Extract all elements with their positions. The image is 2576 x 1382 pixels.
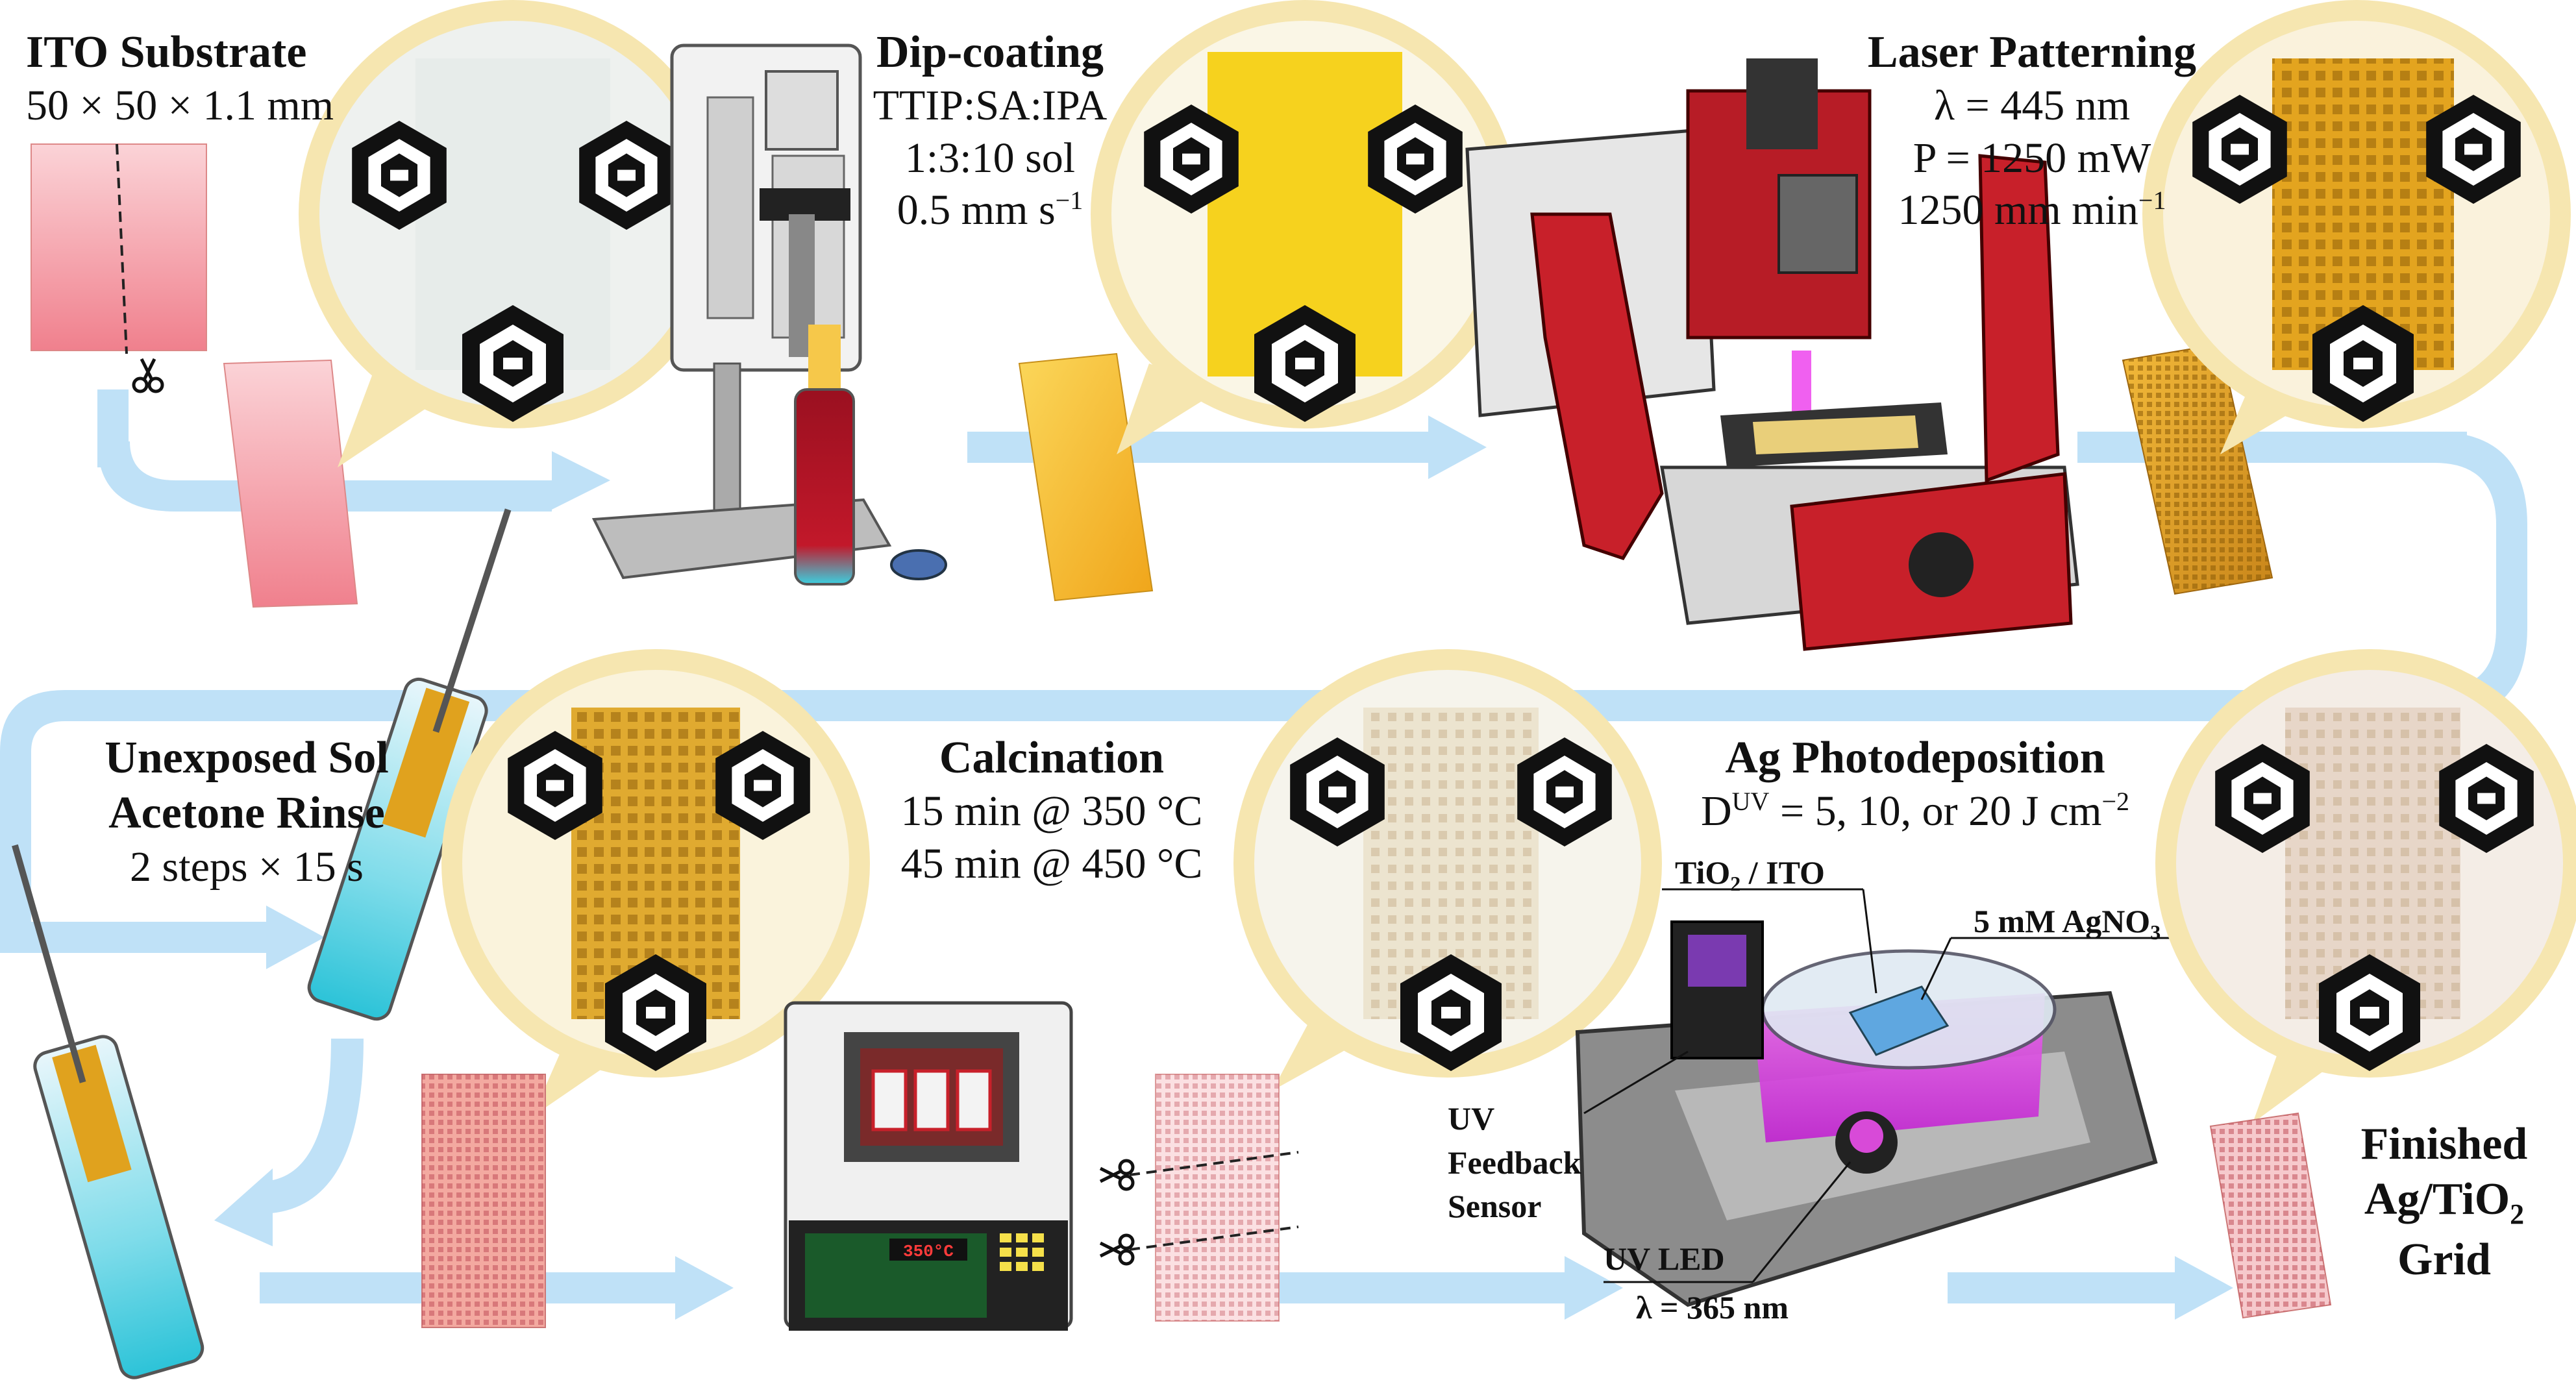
rinse-title-2: Acetone Rinse (108, 788, 385, 839)
label-laser-patterning: Laser Patterning λ = 445 nm P = 1250 mW … (1850, 25, 2214, 237)
calc-title: Calcination (939, 733, 1165, 783)
scissors-icon (1099, 1159, 1135, 1191)
bubble-ito (299, 0, 727, 467)
dip-coater-device (591, 43, 947, 586)
label-finished: Finished Ag/TiO2 Grid (2337, 1117, 2551, 1287)
laser-patterned-slide (2122, 343, 2273, 595)
calc-step-2: 45 min @ 450 °C (900, 839, 1203, 887)
label-ag-photodeposition: Ag Photodeposition DUV = 5, 10, or 20 J … (1636, 730, 2194, 838)
scissors-icon (132, 358, 164, 393)
rinse-steps: 2 steps × 15 s (130, 843, 364, 891)
ito-substrate-glass (31, 143, 207, 354)
callout-agno3: 5 mM AgNO3 (1974, 903, 2161, 944)
dip-ratio: 1:3:10 sol (904, 134, 1076, 182)
ag-dose: DUV = 5, 10, or 20 J cm−2 (1700, 787, 2130, 835)
rinsed-slide (421, 1074, 546, 1328)
bubble-finished (2155, 649, 2576, 1123)
calcination-furnace: 350°C (784, 1001, 1073, 1331)
dip-title: Dip-coating (876, 27, 1104, 77)
laser-title: Laser Patterning (1867, 27, 2197, 77)
bubble-laser-patterned (2142, 0, 2571, 454)
laser-engraver-device (1465, 58, 2079, 651)
finished-grid-slide (2209, 1112, 2332, 1319)
bubble-rinsed (441, 649, 870, 1117)
callout-tio2-ito: TiO2 / ITO (1675, 854, 1825, 895)
callout-uv-led-wavelength: λ = 365 nm (1636, 1289, 1789, 1326)
ito-dimensions: 50 × 50 × 1.1 mm (26, 82, 334, 130)
ito-half-slide (223, 359, 358, 608)
finished-line-1: Finished (2360, 1119, 2528, 1169)
ito-title: ITO Substrate (26, 27, 307, 77)
bubble-sol-coated (1091, 0, 1519, 454)
dip-speed: 0.5 mm s−1 (897, 186, 1084, 234)
scissors-icon (1099, 1233, 1135, 1266)
callout-uv-led: UV LED (1604, 1240, 1725, 1277)
label-dip-coating: Dip-coating TTIP:SA:IPA 1:3:10 sol 0.5 m… (863, 25, 1117, 237)
finished-line-2: Ag/TiO2 (2364, 1174, 2525, 1231)
label-calcination: Calcination 15 min @ 350 °C 45 min @ 450… (863, 730, 1240, 890)
dip-sol: TTIP:SA:IPA (873, 82, 1108, 130)
calc-step-1: 15 min @ 350 °C (900, 787, 1203, 835)
finished-line-3: Grid (2397, 1235, 2491, 1285)
laser-wavelength: λ = 445 nm (1933, 82, 2131, 130)
bubble-calcined (1233, 649, 1662, 1091)
ag-title: Ag Photodeposition (1725, 733, 2105, 783)
label-ito-substrate: ITO Substrate 50 × 50 × 1.1 mm (26, 25, 334, 132)
rinse-title-1: Unexposed Sol (105, 733, 389, 783)
sol-coated-slide (1018, 352, 1154, 602)
photodeposition-setup (1575, 888, 2201, 1307)
laser-speed: 1250 mm min−1 (1898, 186, 2166, 234)
calcined-slide (1129, 1074, 1299, 1322)
label-acetone-rinse: Unexposed Sol Acetone Rinse 2 steps × 15… (65, 730, 428, 893)
laser-power: P = 1250 mW (1913, 134, 2151, 182)
callout-uv-sensor: UV Feedback Sensor (1448, 1100, 1581, 1224)
furnace-temperature-display: 350°C (903, 1242, 954, 1261)
acetone-rinse-vials (12, 508, 512, 1379)
